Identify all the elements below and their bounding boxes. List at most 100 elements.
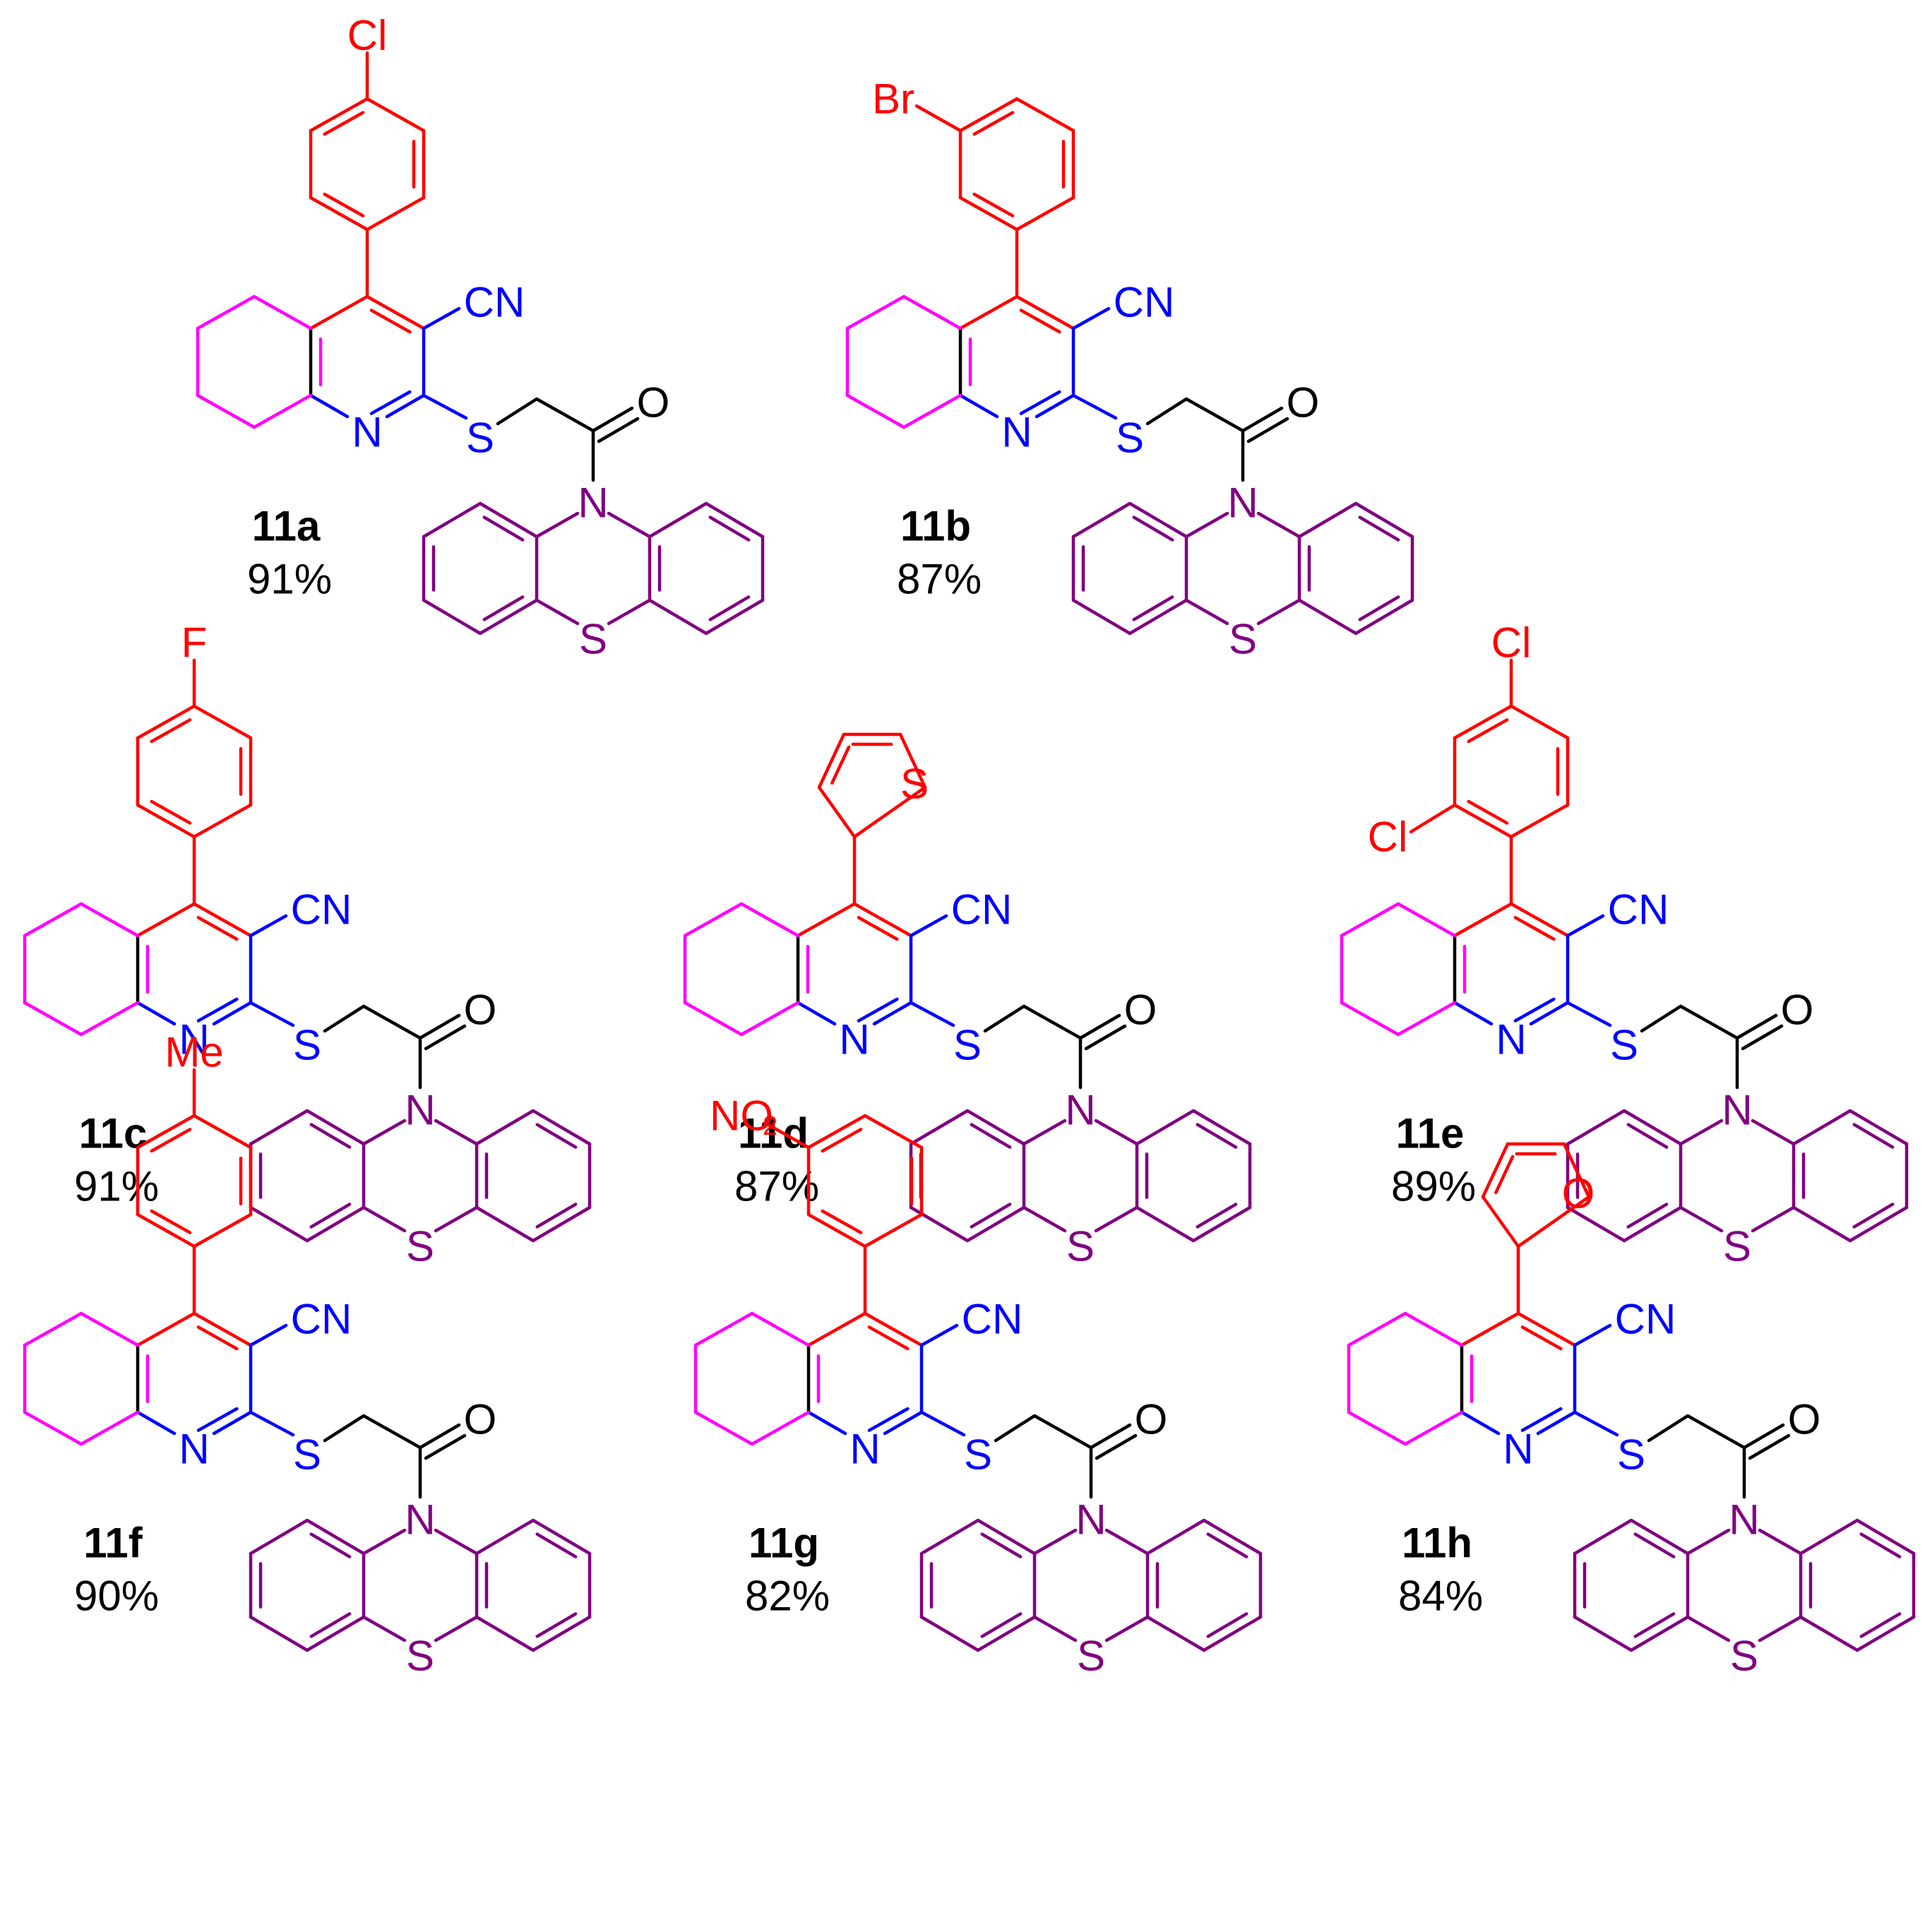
pyridine-bond [1015, 294, 1075, 330]
aryl-ring-double-bond [1467, 799, 1509, 825]
cyclohexane-bond [750, 1410, 811, 1446]
pyridine-double-bond [369, 309, 412, 334]
cyclohexane-bond [683, 902, 744, 938]
pyridine-bond [192, 902, 253, 938]
hetero-ring-bond [1481, 1195, 1520, 1248]
methylene-bond [1022, 1004, 1083, 1040]
phenothiazine-ring-bond [475, 1205, 535, 1243]
carbonyl-double-bond [1084, 1024, 1127, 1051]
pyridine-bond [806, 1311, 867, 1347]
aryl-ring-double-bond [150, 1209, 192, 1234]
phenothiazine-ring-bond [1629, 1615, 1690, 1652]
phenothiazine-ring-bond [1128, 501, 1188, 539]
nitrile-label: CN [291, 1296, 352, 1343]
hetero-ring-bond [817, 785, 857, 839]
yield-label: 91% [247, 556, 332, 603]
phenothiazine-bond [535, 598, 580, 626]
thioether-bond [1573, 1410, 1619, 1437]
phenothiazine-ring-bond [919, 1615, 980, 1652]
yield-label: 87% [897, 556, 982, 603]
nitrile-bond [249, 914, 288, 938]
phenothiazine-ring-bond [249, 1615, 309, 1652]
aryl-ring-double-bond [150, 799, 192, 825]
pyridine-bond [309, 393, 350, 419]
pyridine-bond [852, 902, 913, 938]
phenothiazine-ring-bond [909, 1109, 970, 1146]
heteroatom-label: O [1562, 1170, 1595, 1217]
cyclohexane-bond [1403, 1311, 1464, 1347]
phenothiazine-bond [362, 1528, 407, 1556]
nitrile-label: CN [1114, 279, 1175, 326]
aryl-ring-bond [1015, 97, 1075, 133]
pyridine-n-label: N [1001, 409, 1032, 456]
phenothiazine-ring-double-bond [1626, 1203, 1669, 1229]
phenothiazine-ring-bond [1848, 1109, 1909, 1146]
carbonyl-o-label: O [1781, 986, 1814, 1034]
carbonyl-bond [591, 406, 634, 433]
cyclohexane-bond [1396, 902, 1457, 938]
cyclohexane-bond [23, 1410, 83, 1446]
phenothiazine-ring-bond [1573, 1518, 1633, 1556]
phenothiazine-ring-bond [1622, 1205, 1683, 1243]
phenothiazine-ring-bond [976, 1615, 1037, 1652]
phenothiazine-ring-double-bond [1852, 1123, 1895, 1149]
phenothiazine-ring-double-bond [535, 1203, 578, 1229]
phenothiazine-bond [1094, 1205, 1139, 1233]
phenothiazine-ring-bond [909, 1205, 970, 1243]
carbonyl-double-bond [424, 1024, 467, 1051]
aryl-ring-bond [806, 1114, 867, 1150]
phenothiazine-ring-bond [1792, 1205, 1852, 1243]
phenothiazine-ring-double-bond [1358, 595, 1400, 621]
pyridine-bond [136, 1410, 177, 1436]
thioether-s-label: S [293, 1022, 321, 1069]
phenothiazine-bond [1679, 1205, 1724, 1233]
phenothiazine-ring-bond [704, 598, 765, 636]
phenothiazine-ring-double-bond [535, 1123, 578, 1149]
pyridine-bond [806, 1410, 847, 1436]
pyridine-bond [136, 1311, 196, 1347]
cyclohexane-bond [79, 1410, 140, 1446]
compound-id-label: 11e [1396, 1110, 1465, 1157]
pyridine-double-bond [867, 1325, 910, 1351]
cyclohexane-bond [252, 393, 313, 429]
nitrile-label: CN [951, 886, 1013, 934]
thioether-s-label: S [964, 1431, 992, 1479]
phenothiazine-bond [1022, 1119, 1067, 1146]
pyridine-bond [1460, 1311, 1520, 1347]
pyridine-bond [872, 1001, 913, 1026]
thioether-bond [249, 1001, 295, 1027]
phenothiazine-bond [434, 1119, 479, 1146]
phenothiazine-ring-bond [1792, 1109, 1852, 1146]
phenothiazine-ring-double-bond [1206, 1532, 1248, 1558]
pyridine-bond [309, 294, 369, 330]
aryl-ring-double-bond [1467, 718, 1509, 744]
phenothiazine-bond [1184, 598, 1229, 626]
thioether-s-label: S [953, 1022, 982, 1069]
phenothiazine-ring-bond [965, 1109, 1026, 1146]
carbonyl-bond [1735, 1013, 1778, 1040]
pyridine-n-label: N [1496, 1016, 1526, 1063]
phenothiazine-ring-double-bond [309, 1532, 352, 1558]
phenothiazine-n-label: N [1722, 1087, 1752, 1134]
cyclohexane-bond [79, 1311, 140, 1347]
nitrile-bond [249, 1323, 288, 1347]
compound-id-label: 11h [1402, 1520, 1472, 1567]
carbonyl-double-bond [1741, 1024, 1784, 1051]
phenothiazine-ring-double-bond [1859, 1612, 1902, 1638]
phenothiazine-ring-double-bond [535, 1532, 578, 1558]
aryl-ring-bond [309, 97, 369, 133]
aryl-ring-bond [136, 1114, 196, 1150]
cyclohexane-bond [845, 294, 906, 330]
aryl-ring-bond [136, 803, 196, 839]
hetero-ring-bond [898, 732, 927, 789]
substituent-subscript: 2 [763, 1111, 777, 1141]
nitrile-label: CN [962, 1296, 1023, 1343]
yield-label: 89% [1391, 1163, 1476, 1210]
phenothiazine-ring-bond [249, 1205, 309, 1243]
pyridine-bond [1035, 393, 1075, 419]
phenothiazine-bond [1751, 1205, 1796, 1233]
phenothiazine-s-label: S [1229, 616, 1257, 663]
